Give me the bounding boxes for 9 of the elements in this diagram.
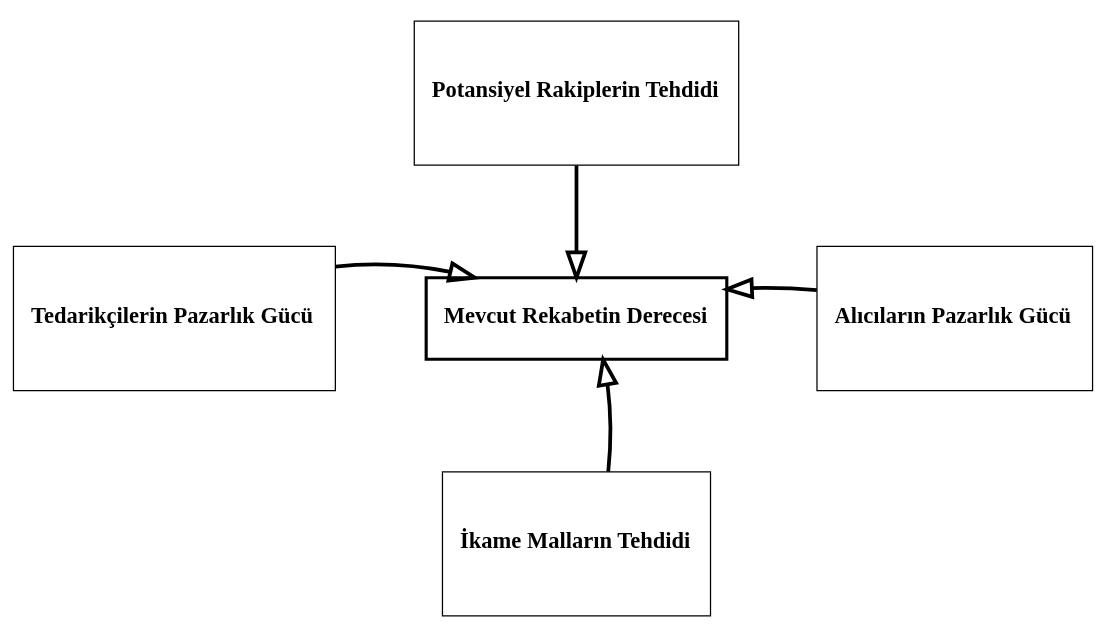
node-box: İkame Malların Tehdidi bbox=[441, 471, 712, 617]
node-box: Potansiyel Rakiplerin Tehdidi bbox=[413, 20, 740, 166]
node-box: Mevcut Rekabetin Derecesi bbox=[424, 276, 729, 361]
arrow bbox=[596, 354, 620, 472]
node-box: Tedarikçilerin Pazarlık Gücü bbox=[12, 245, 336, 392]
node-box: Alıcıların Pazarlık Gücü bbox=[816, 245, 1094, 392]
arrow bbox=[335, 260, 481, 283]
arrow bbox=[721, 276, 817, 300]
arrow bbox=[565, 165, 588, 284]
